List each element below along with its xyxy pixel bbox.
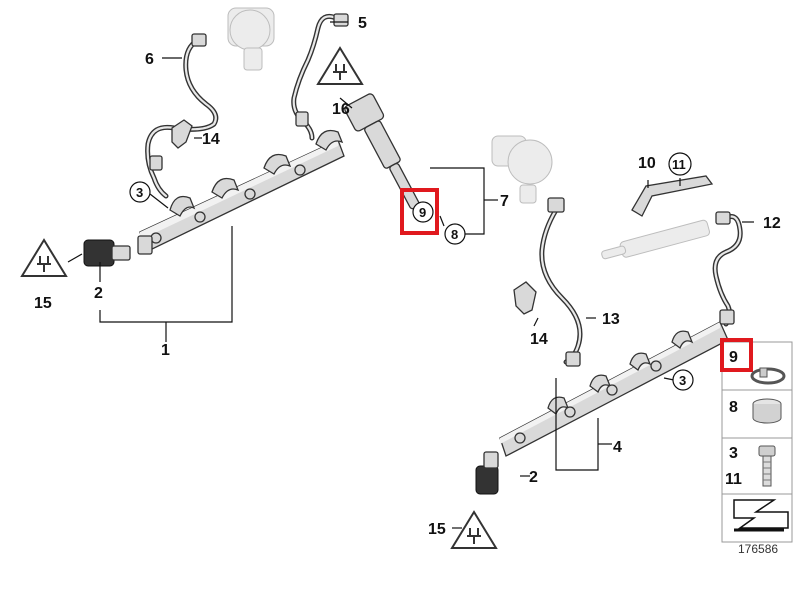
legend-label-9: 9 — [729, 349, 738, 366]
callout-4[interactable]: 4 — [613, 439, 622, 456]
legend-label-8: 8 — [729, 399, 738, 416]
callout-circle-9 — [412, 201, 434, 223]
legend-row-3-11[interactable]: 3 11 — [725, 445, 776, 488]
callout-15-bottom[interactable]: 15 — [428, 521, 446, 538]
callout-3-right[interactable]: 3 — [679, 373, 686, 388]
pipe-mid-13[interactable] — [539, 197, 583, 367]
pressure-sensor-left[interactable] — [83, 239, 131, 267]
sleeve-icon — [752, 398, 782, 424]
highlight-box-9 — [400, 188, 439, 235]
callout-3-left[interactable]: 3 — [136, 185, 143, 200]
legend-row-9[interactable]: 9 — [720, 338, 786, 385]
next-page-arrow-icon[interactable] — [733, 499, 789, 532]
callout-14-bottom[interactable]: 14 — [530, 331, 548, 348]
seal-ring-icon — [750, 367, 786, 385]
callout-5[interactable]: 5 — [358, 15, 367, 32]
diagram-number: 176586 — [738, 542, 778, 556]
legend-label-3: 3 — [729, 445, 738, 462]
callout-9[interactable]: 9 — [419, 205, 426, 220]
callout-16[interactable]: 16 — [332, 101, 350, 118]
high-voltage-warning-icon — [316, 46, 364, 85]
pressure-sensor-right[interactable] — [475, 451, 499, 495]
ghost-pump-right — [491, 135, 553, 204]
holder-top[interactable] — [171, 119, 193, 149]
callout-1[interactable]: 1 — [161, 342, 170, 359]
callout-8[interactable]: 8 — [451, 227, 458, 242]
legend-row-8[interactable]: 8 — [729, 398, 782, 424]
callout-10[interactable]: 10 — [638, 155, 656, 172]
tool-bracket[interactable] — [631, 175, 714, 217]
ghost-injector-right — [601, 219, 710, 260]
legend-label-11: 11 — [725, 471, 742, 488]
callout-15-left[interactable]: 15 — [34, 295, 52, 312]
hex-screw-icon — [758, 445, 776, 487]
callout-2-left[interactable]: 2 — [94, 285, 103, 302]
callout-circle-3-right — [672, 369, 694, 391]
high-voltage-warning-icon — [450, 510, 498, 549]
callout-11[interactable]: 11 — [672, 157, 686, 172]
callout-13[interactable]: 13 — [602, 311, 620, 328]
leader-lines — [67, 21, 754, 529]
callout-14-top[interactable]: 14 — [202, 131, 220, 148]
callout-circle-3-left — [129, 181, 151, 203]
callout-circle-11 — [668, 152, 692, 176]
callout-7[interactable]: 7 — [500, 193, 509, 210]
callout-circle-8 — [444, 223, 466, 245]
fuel-rail-left[interactable] — [137, 129, 345, 255]
callout-12[interactable]: 12 — [763, 215, 781, 232]
pipe-right-12[interactable] — [712, 211, 743, 327]
callout-2-right[interactable]: 2 — [529, 469, 538, 486]
fuel-rail-right[interactable] — [499, 321, 729, 457]
pipe-left-6[interactable] — [145, 33, 219, 199]
ghost-pump-top — [227, 7, 275, 71]
high-voltage-warning-icon — [20, 238, 68, 277]
pipe-top-5[interactable] — [291, 13, 349, 141]
callout-6[interactable]: 6 — [145, 51, 154, 68]
holder-bottom[interactable] — [513, 281, 537, 315]
